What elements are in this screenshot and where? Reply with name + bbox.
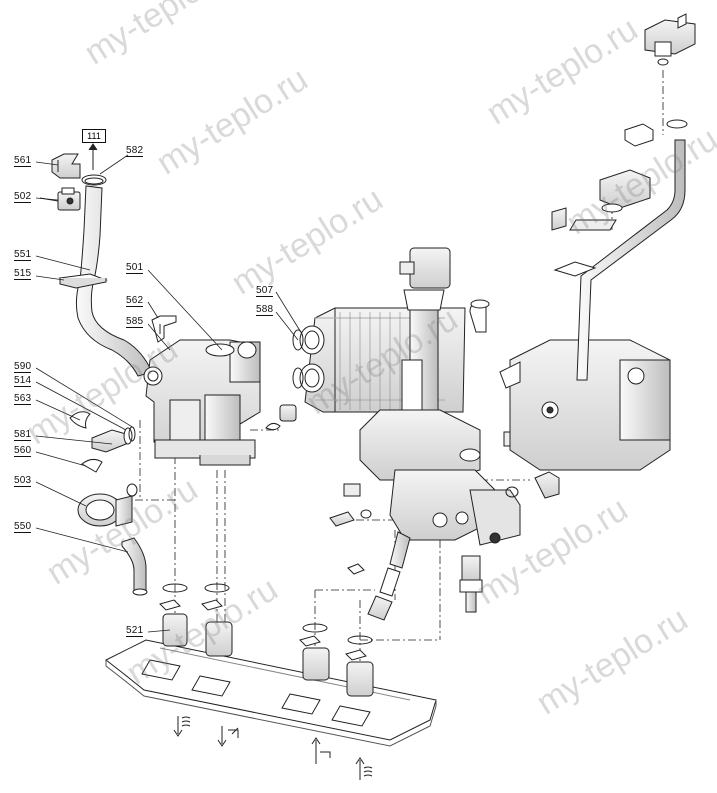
callout-561: 561 — [14, 155, 32, 167]
callout-503: 503 — [14, 475, 32, 487]
callout-501: 501 — [126, 262, 144, 274]
callout-585: 585 — [126, 316, 144, 328]
part-514-sensor — [91, 427, 133, 453]
connection-nozzles — [162, 613, 374, 697]
callout-581: 581 — [14, 429, 32, 441]
callout-515: 515 — [14, 268, 32, 280]
part-515-bracket — [58, 273, 108, 289]
part-502-sensor — [39, 187, 81, 211]
callout-514: 514 — [14, 375, 32, 387]
circulation-pump — [499, 339, 671, 471]
part-521-connection-plate — [105, 639, 437, 747]
part-582-o-ring — [81, 174, 107, 186]
upper-right-pipes — [469, 119, 688, 381]
part-507-heat-exchanger — [299, 307, 466, 413]
safety-valve — [459, 555, 483, 613]
flow-arrow-up — [88, 143, 98, 170]
callout-562: 562 — [126, 295, 144, 307]
callout-550: 550 — [14, 521, 32, 533]
part-560-clip — [81, 458, 103, 473]
assembly-axis-lines — [135, 70, 664, 668]
hydraulic-block-center — [359, 247, 521, 546]
callout-588: 588 — [256, 304, 274, 316]
lower-o-rings — [159, 583, 373, 661]
part-562-clip — [151, 315, 177, 343]
part-588-o-rings — [292, 329, 304, 389]
callout-551: 551 — [14, 249, 32, 261]
callout-560: 560 — [14, 445, 32, 457]
filling-valve — [347, 531, 411, 621]
small-fittings — [265, 404, 560, 527]
callout-582: 582 — [126, 145, 144, 157]
part-503-valve — [77, 483, 138, 527]
callout-563: 563 — [14, 393, 32, 405]
callout-590: 590 — [14, 361, 32, 373]
callout-521: 521 — [126, 625, 144, 637]
part-561-clip — [51, 153, 81, 179]
pressure-switch — [644, 13, 696, 66]
leader-lines — [35, 154, 303, 633]
flow-symbols — [173, 716, 373, 780]
callout-502: 502 — [14, 191, 32, 203]
callout-507: 507 — [256, 285, 274, 297]
part-501-valve-body — [143, 339, 261, 466]
part-550-elbow — [121, 537, 148, 596]
reference-box-111: 111 — [82, 129, 106, 143]
